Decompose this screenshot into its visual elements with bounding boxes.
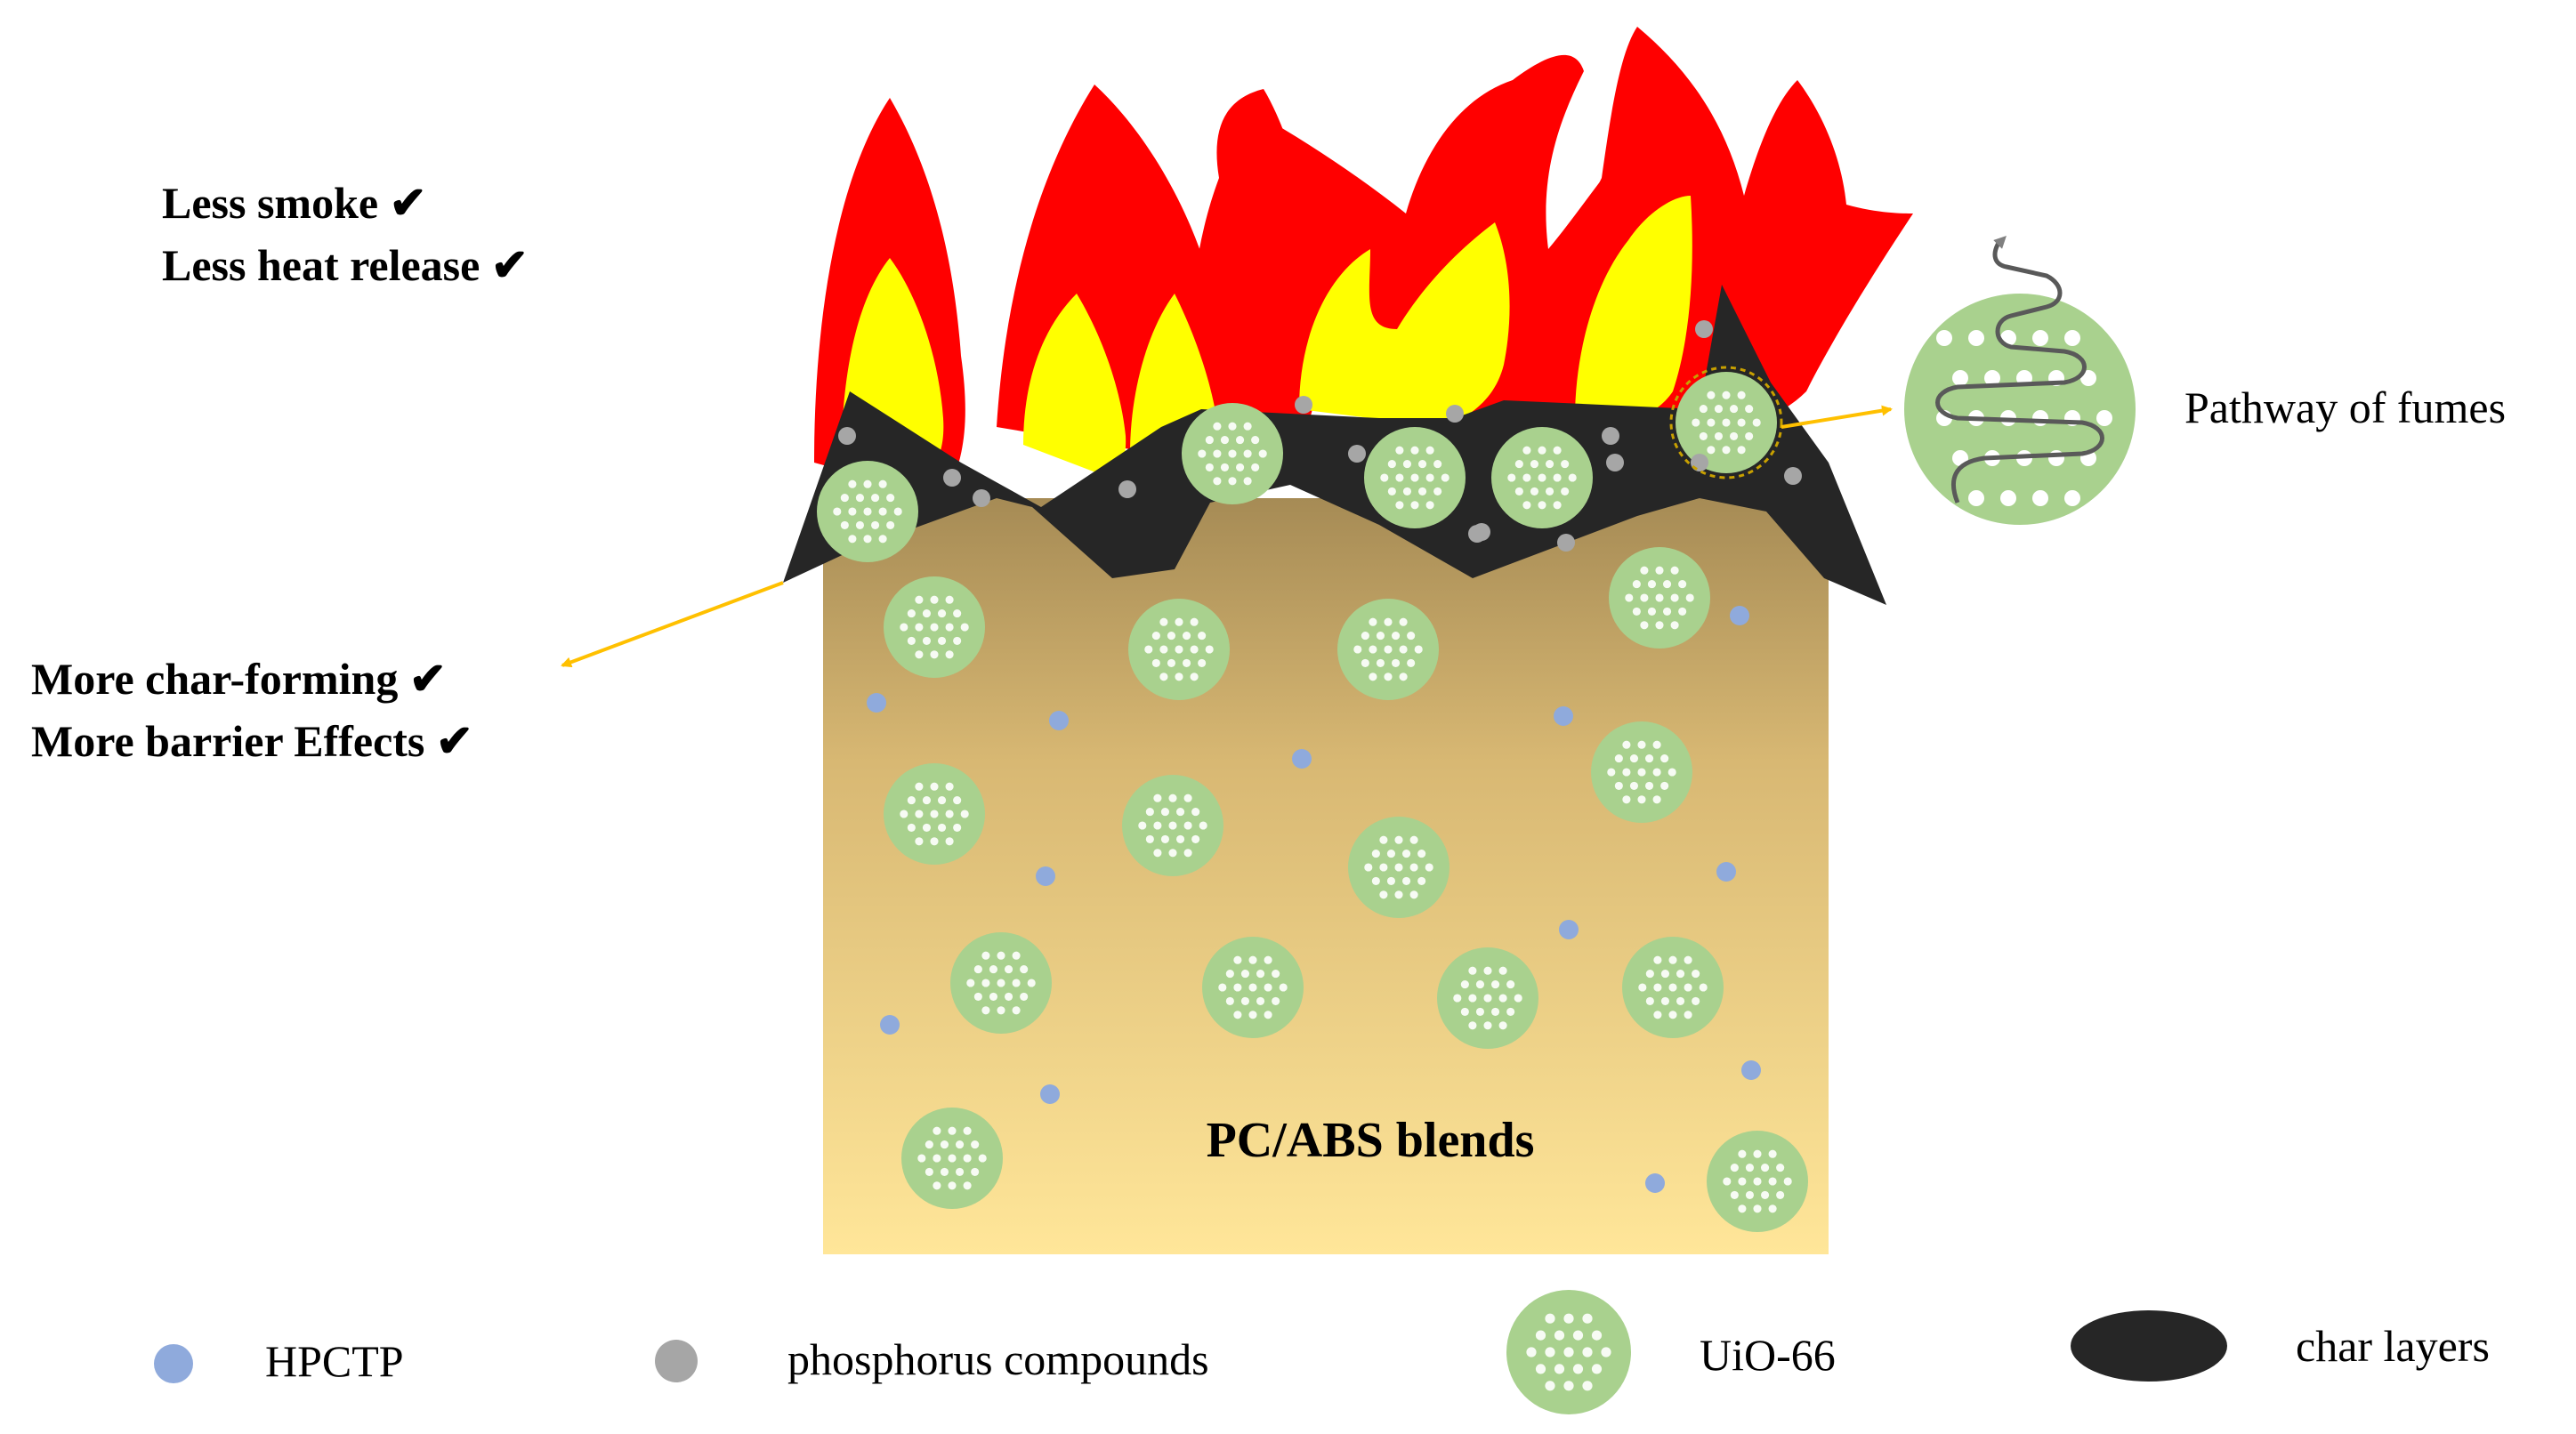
zoom-pore-dot <box>1936 330 1952 346</box>
effect-less-heat-release: Less heat release ✔ <box>162 240 529 290</box>
legend-char-swatch <box>2071 1310 2227 1382</box>
hpctp-dot <box>880 1015 900 1035</box>
flame-inner-2 <box>1023 294 1126 480</box>
legend-uio66-label: UiO-66 <box>1700 1330 1836 1380</box>
uio66-particle <box>1591 721 1692 823</box>
uio66-particle <box>1622 937 1724 1038</box>
uio66-particle <box>1122 775 1223 876</box>
uio66-particle <box>1676 372 1777 473</box>
uio66-particle <box>1609 547 1710 649</box>
uio66-particle <box>1437 947 1538 1049</box>
phosphorus-dot <box>1606 454 1624 471</box>
hpctp-dot <box>1716 862 1736 882</box>
uio66-particle <box>884 763 985 865</box>
phosphorus-dot <box>943 469 961 487</box>
zoom-pore-dot <box>2032 490 2048 506</box>
effect-more-barrier: More barrier Effects ✔ <box>31 716 473 766</box>
zoom-pore-dot <box>2064 330 2080 346</box>
flame-inner-4 <box>1299 222 1510 427</box>
phosphorus-dots <box>838 320 1802 552</box>
uio66-particle <box>1348 817 1450 918</box>
hpctp-dot <box>867 693 886 713</box>
legend-phosphorus-swatch <box>655 1340 698 1382</box>
hpctp-dot <box>1559 920 1579 939</box>
phosphorus-dot <box>973 489 990 507</box>
effect-less-smoke: Less smoke ✔ <box>162 178 426 228</box>
uio66-particle <box>1128 599 1230 700</box>
legend-uio66-swatch <box>1506 1290 1631 1414</box>
char-arrow <box>561 581 784 668</box>
phosphorus-dot <box>1295 396 1312 414</box>
uio66-particle <box>950 932 1052 1034</box>
phosphorus-dot <box>1348 445 1366 463</box>
zoom-arrow <box>1781 405 1893 429</box>
legend-phosphorus-label: phosphorus compounds <box>787 1334 1209 1384</box>
phosphorus-dot <box>1118 480 1136 498</box>
phosphorus-dot <box>1473 523 1490 541</box>
legend: HPCTP phosphorus compounds UiO-66 char l… <box>154 1290 2490 1414</box>
legend-char-label: char layers <box>2296 1321 2490 1371</box>
uio66-particle <box>1364 427 1466 528</box>
flame-inner-5 <box>1575 196 1692 427</box>
uio66-particle <box>1337 599 1439 700</box>
pathway-label: Pathway of fumes <box>2184 383 2506 432</box>
legend-hpctp-label: HPCTP <box>265 1336 404 1386</box>
uio66-particle <box>1491 427 1593 528</box>
zoomed-uio66 <box>1904 236 2136 525</box>
highlight-circle <box>1669 366 1783 479</box>
zoom-pore-dot <box>2032 410 2048 426</box>
uio66-particles <box>817 372 1808 1232</box>
zoom-pore-dot <box>2032 330 2048 346</box>
phosphorus-dot <box>1784 467 1802 485</box>
uio66-particle <box>884 576 985 678</box>
phosphorus-dot <box>1446 405 1464 423</box>
hpctp-dot <box>1741 1060 1761 1080</box>
hpctp-dot <box>1730 606 1749 625</box>
legend-hpctp-swatch <box>154 1344 193 1383</box>
uio66-particle <box>1182 403 1283 504</box>
flames <box>814 27 1913 498</box>
zoom-pore-dot <box>2064 490 2080 506</box>
uio66-particle <box>817 461 918 562</box>
uio66-particle <box>1707 1131 1808 1232</box>
uio66-particle <box>901 1108 1003 1209</box>
hpctp-dot <box>1292 749 1312 769</box>
matrix-label: PC/ABS blends <box>1207 1113 1535 1168</box>
hpctp-dots <box>867 606 1761 1193</box>
uio66-particle <box>1202 937 1304 1038</box>
zoom-pore-dot <box>2000 490 2016 506</box>
uio66-particle <box>1506 1290 1631 1414</box>
fume-pathway <box>1935 236 2104 504</box>
zoom-pore-dot <box>1968 490 1984 506</box>
phosphorus-dot <box>838 427 856 445</box>
hpctp-dot <box>1554 706 1573 726</box>
hpctp-dot <box>1049 711 1069 730</box>
phosphorus-dot <box>1695 320 1713 338</box>
zoom-pore-dot <box>2096 410 2112 426</box>
hpctp-dot <box>1040 1084 1060 1104</box>
zoom-pore-dot <box>1984 370 2000 386</box>
char-layer <box>783 285 1886 605</box>
hpctp-dot <box>1645 1173 1665 1193</box>
hpctp-dot <box>1036 866 1055 886</box>
phosphorus-dot <box>1557 534 1575 552</box>
phosphorus-dot <box>1602 427 1619 445</box>
phosphorus-dot <box>1691 454 1708 471</box>
effect-more-char-forming: More char-forming ✔ <box>31 654 447 704</box>
zoom-pore-dot <box>1968 330 1984 346</box>
zoom-pore-dot <box>1952 370 1968 386</box>
